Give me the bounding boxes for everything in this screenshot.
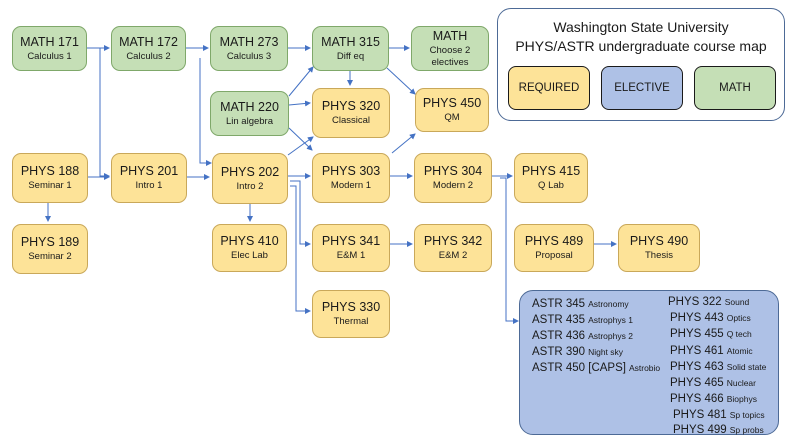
arrow-math220-phys303 — [288, 127, 313, 151]
legend-elective: ELECTIVE — [601, 66, 683, 110]
arrow-phys202-phys330 — [290, 185, 311, 314]
legend-math: MATH — [694, 66, 776, 110]
arrow-math220-math315 — [288, 66, 314, 97]
arrow-math220-phys320 — [288, 100, 311, 107]
elective-item: ASTR 450 [CAPS]Astrobio — [532, 362, 661, 374]
arrow-phys202-phys341 — [290, 180, 311, 247]
title-box: Washington State University PHYS/ASTR un… — [497, 8, 785, 121]
arrow-phys304-electives — [500, 177, 519, 324]
arrow-math171-phys201 — [99, 48, 110, 179]
arrow-phys303-phys450 — [391, 133, 416, 154]
arrow-math172-phys202 — [199, 58, 212, 166]
title-line-2: PHYS/ASTR undergraduate course map — [515, 38, 767, 54]
title-line-1: Washington State University — [553, 19, 729, 35]
arrow-phys202-phys320 — [287, 136, 314, 156]
arrow-math315-phys450 — [386, 67, 416, 95]
legend-required: REQUIRED — [508, 66, 590, 110]
